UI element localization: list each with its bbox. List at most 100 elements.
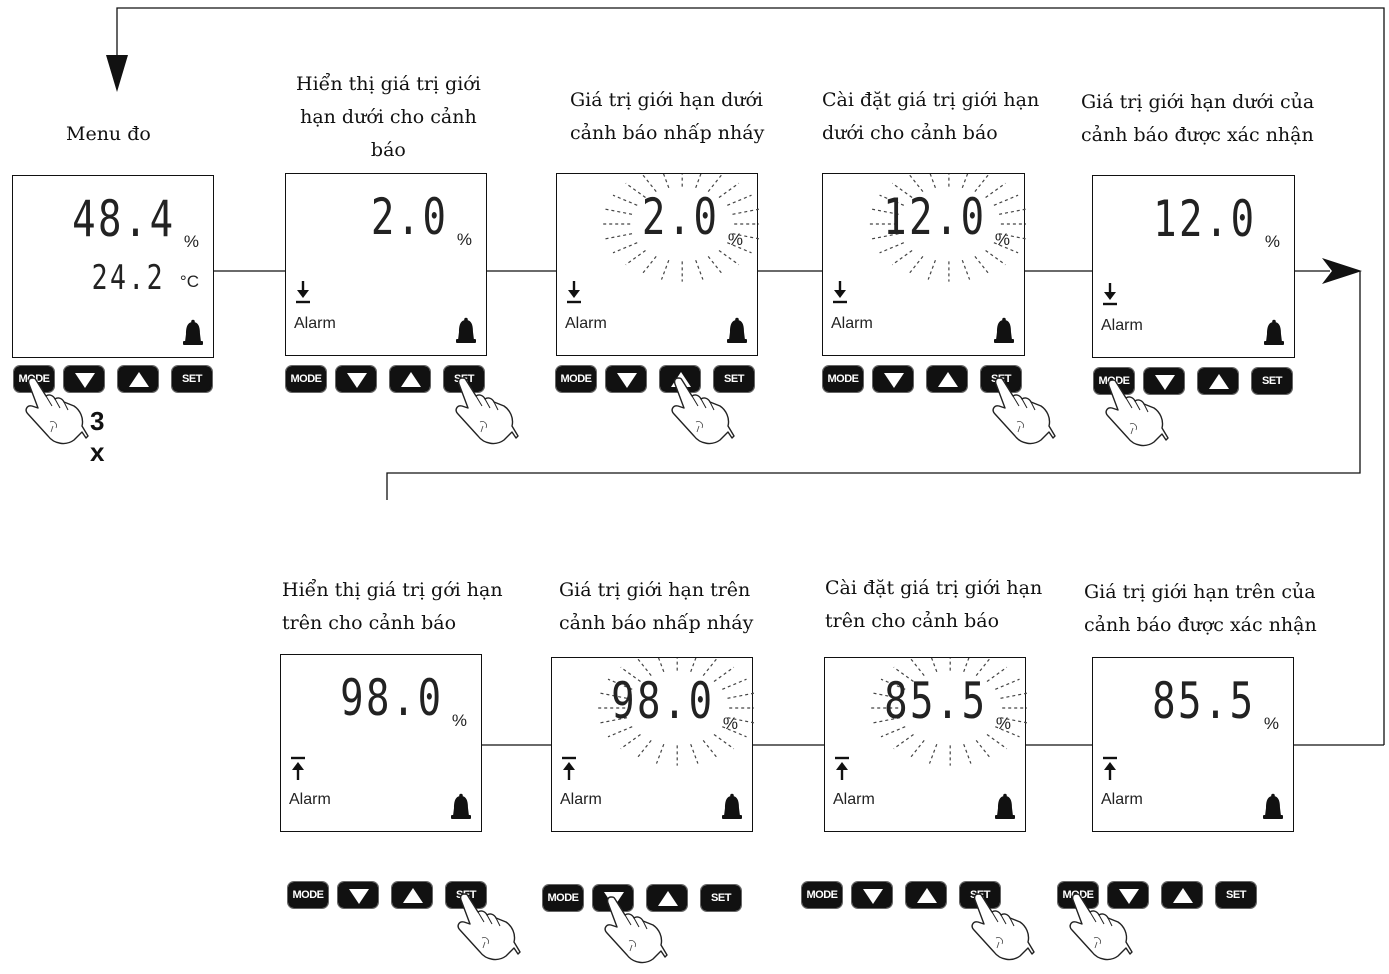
caption-line: Cài đặt giá trị giới hạn <box>822 84 1039 117</box>
caption-line: Giá trị giới hạn trên <box>559 574 753 607</box>
set-button[interactable]: SET <box>701 885 741 911</box>
main-value: 98.0 <box>611 672 714 730</box>
main-unit: % <box>1264 714 1279 734</box>
pointing-hand-icon <box>987 374 1057 450</box>
lcd-display: 98.0% Alarm <box>551 657 753 832</box>
up-button[interactable] <box>906 882 946 908</box>
set-button[interactable]: SET <box>1216 882 1256 908</box>
pointing-hand-icon <box>1100 376 1170 452</box>
press-count-label: 3 x <box>90 406 104 468</box>
low-limit-icon <box>294 279 312 305</box>
secondary-value: 24.2 <box>92 258 165 298</box>
arrow-down-icon <box>883 371 905 389</box>
low-limit-icon <box>1101 281 1119 307</box>
arrow-down-icon <box>616 371 638 389</box>
high-limit-icon <box>1101 755 1119 781</box>
step-caption: Hiển thị giá trị gới hạntrên cho cảnh bá… <box>282 574 503 640</box>
pointing-hand-icon <box>599 893 669 969</box>
bell-icon <box>720 793 744 823</box>
low-limit-icon <box>565 279 583 305</box>
main-unit: % <box>995 230 1010 250</box>
up-button[interactable] <box>392 882 432 908</box>
pointing-hand-icon <box>666 374 736 450</box>
arrow-up-icon <box>1172 887 1194 905</box>
pointing-hand-icon <box>1064 890 1134 966</box>
pointing-hand-icon <box>966 890 1036 966</box>
alarm-label: Alarm <box>294 315 336 333</box>
caption-line: trên cho cảnh báo <box>282 607 503 640</box>
pointing-hand-icon <box>450 374 520 450</box>
caption-line: Giá trị giới hạn dưới <box>570 84 764 117</box>
caption-line: dưới cho cảnh báo <box>822 117 1039 150</box>
arrow-down-icon <box>348 887 370 905</box>
lcd-display: 12.0%Alarm <box>1092 175 1295 358</box>
main-unit: % <box>457 230 472 250</box>
arrow-up-icon <box>128 371 150 389</box>
bell-icon <box>181 319 205 349</box>
high-limit-icon <box>560 755 578 781</box>
main-unit: % <box>723 714 738 734</box>
caption-line: Giá trị giới hạn trên của <box>1084 576 1317 609</box>
main-value: 48.4 <box>72 190 175 248</box>
mode-button[interactable]: MODE <box>802 882 842 908</box>
arrow-up-icon <box>400 371 422 389</box>
main-value: 2.0 <box>642 188 719 246</box>
low-limit-icon <box>831 279 849 305</box>
main-unit: % <box>452 711 467 731</box>
lcd-display: 98.0% Alarm <box>280 654 482 832</box>
arrow-up-icon <box>937 371 959 389</box>
up-button[interactable] <box>118 366 158 392</box>
up-button[interactable] <box>390 366 430 392</box>
down-button[interactable] <box>852 882 892 908</box>
caption-line: cảnh báo được xác nhận <box>1081 119 1314 152</box>
set-button[interactable]: SET <box>1252 368 1292 394</box>
down-button[interactable] <box>338 882 378 908</box>
main-value: 12.0 <box>883 188 986 246</box>
arrow-up-icon <box>1208 373 1230 391</box>
main-unit: % <box>1265 232 1280 252</box>
main-value: 2.0 <box>371 188 448 246</box>
arrow-up-icon <box>402 887 424 905</box>
mode-button[interactable]: MODE <box>288 882 328 908</box>
mode-button[interactable]: MODE <box>556 366 596 392</box>
step-caption: Cài đặt giá trị giới hạndưới cho cảnh bá… <box>822 84 1039 150</box>
main-unit: % <box>996 714 1011 734</box>
lcd-display: 85.5%Alarm <box>1092 657 1294 832</box>
pointing-hand-icon <box>452 890 522 966</box>
high-limit-icon <box>289 755 307 781</box>
arrow-down-icon <box>862 887 884 905</box>
down-button[interactable] <box>606 366 646 392</box>
step-caption: Hiển thị giá trị giớihạn dưới cho cảnhbá… <box>296 68 481 167</box>
up-button[interactable] <box>927 366 967 392</box>
alarm-label: Alarm <box>831 315 873 333</box>
caption-line: Cài đặt giá trị giới hạn <box>825 572 1042 605</box>
mode-button[interactable]: MODE <box>286 366 326 392</box>
mode-button[interactable]: MODE <box>823 366 863 392</box>
mode-button[interactable]: MODE <box>543 885 583 911</box>
caption-line: Menu đo <box>66 118 151 151</box>
caption-line: báo <box>296 134 481 167</box>
main-value: 12.0 <box>1153 190 1256 248</box>
down-button[interactable] <box>336 366 376 392</box>
main-unit: % <box>184 232 199 252</box>
alarm-label: Alarm <box>289 791 331 809</box>
set-button[interactable]: SET <box>172 366 212 392</box>
secondary-unit: °C <box>180 272 199 292</box>
caption-line: cảnh báo nhấp nháy <box>559 607 753 640</box>
up-button[interactable] <box>1198 368 1238 394</box>
pointing-hand-icon <box>20 374 90 450</box>
up-button[interactable] <box>1162 882 1202 908</box>
caption-line: Giá trị giới hạn dưới của <box>1081 86 1314 119</box>
down-button[interactable] <box>873 366 913 392</box>
caption-line: hạn dưới cho cảnh <box>296 101 481 134</box>
alarm-label: Alarm <box>560 791 602 809</box>
main-value: 98.0 <box>340 669 443 727</box>
caption-line: cảnh báo nhấp nháy <box>570 117 764 150</box>
bell-icon <box>725 317 749 347</box>
bell-icon <box>1261 793 1285 823</box>
caption-line: Hiển thị giá trị gới hạn <box>282 574 503 607</box>
arrow-up-icon <box>916 887 938 905</box>
high-limit-icon <box>833 755 851 781</box>
